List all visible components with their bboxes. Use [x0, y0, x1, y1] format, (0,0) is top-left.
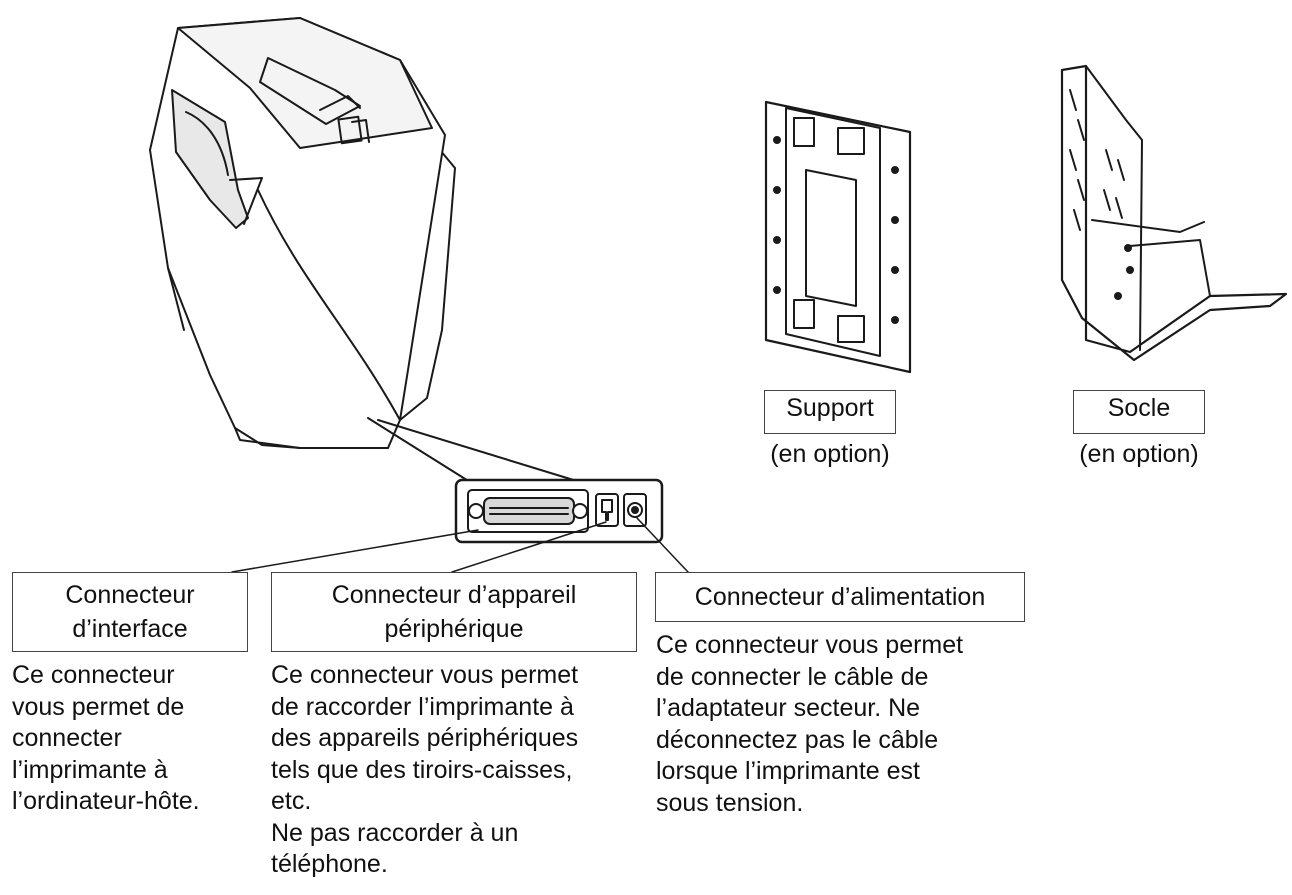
support-option-note: (en option) [770, 440, 890, 468]
support-label: Support [786, 394, 874, 422]
support-label-box: Support [764, 390, 896, 434]
callout-line-panel-2 [377, 419, 581, 483]
power-connector-label-box: Connecteur d’alimentation [655, 572, 1025, 622]
connector-leaders [231, 517, 689, 573]
printer-drawing [149, 17, 456, 449]
power-connector-description: Ce connecteur vous permet de connecter l… [656, 631, 964, 817]
peripheral-connector-label-line1: Connecteur d’appareil [331, 581, 577, 609]
power-connector-label: Connecteur d’alimentation [694, 583, 986, 611]
socle-label-box: Socle [1073, 390, 1205, 434]
peripheral-connector-label-box: Connecteur d’appareil périphérique [271, 572, 637, 652]
support-drawing [764, 100, 912, 374]
peripheral-connector-description: Ce connecteur vous permet de raccorder l… [271, 661, 579, 878]
connector-panel-drawing [454, 478, 664, 544]
interface-connector-label-box: Connecteur d’interface [12, 572, 248, 652]
socle-drawing [1060, 64, 1288, 362]
peripheral-connector-label-line2: périphérique [384, 615, 524, 643]
interface-connector-description: Ce connecteur vous permet de connecter l… [12, 661, 200, 815]
interface-connector-label-line2: d’interface [72, 615, 188, 643]
socle-label: Socle [1107, 394, 1171, 422]
interface-connector-label-line1: Connecteur [65, 581, 195, 609]
socle-option-note: (en option) [1079, 440, 1199, 468]
callout-line-panel [367, 417, 471, 483]
